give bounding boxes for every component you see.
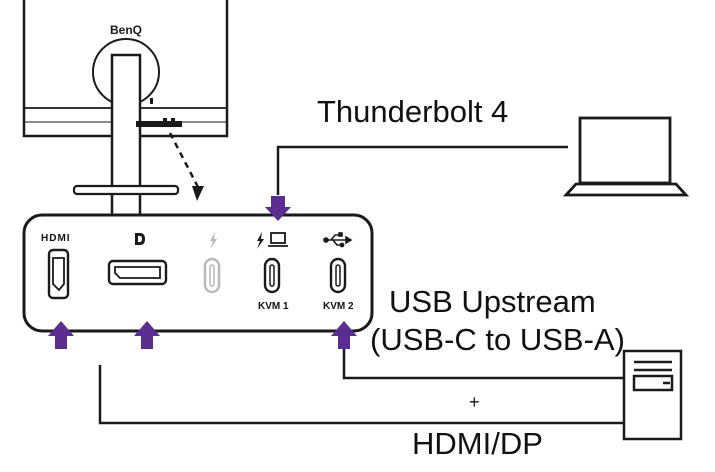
- port-panel: [22, 213, 374, 333]
- thunderbolt-label: Thunderbolt 4: [317, 94, 509, 129]
- displayport-icon: [135, 233, 145, 245]
- usb-upstream-sublabel: (USB-C to USB-A): [370, 322, 625, 357]
- arrow-icon: [134, 321, 160, 349]
- thunderbolt-cable: [276, 145, 568, 195]
- usb-upstream-label: USB Upstream: [389, 284, 596, 319]
- thunderbolt-laptop-icon: [257, 232, 288, 249]
- zoom-dashed-arrow: [168, 132, 204, 201]
- hdmi-logo-icon: HDMI: [41, 233, 71, 244]
- kvm2-label: KVM 2: [323, 301, 354, 312]
- arrow-icon: [331, 321, 357, 349]
- thunderbolt-icon: [210, 232, 217, 249]
- hdmi-dp-label: HDMI/DP: [412, 426, 543, 461]
- plus-sign: +: [469, 392, 480, 412]
- monitor-brand-logo: BenQ: [110, 23, 142, 37]
- arrow-icon: [48, 321, 74, 349]
- hdmi-dp-cable: [98, 365, 624, 425]
- kvm1-label: KVM 1: [258, 301, 289, 312]
- monitor-rear-view: [22, 0, 229, 252]
- thunderbolt-port: [203, 257, 221, 294]
- usb-icon: [323, 232, 353, 248]
- laptop-icon: [562, 116, 690, 197]
- arrow-icon: [265, 196, 291, 221]
- kvm2-port: [329, 257, 347, 294]
- displayport-port: [107, 259, 168, 286]
- kvm1-port: [263, 257, 281, 294]
- desktop-pc-icon: [622, 349, 683, 441]
- hdmi-port: [47, 248, 70, 300]
- usb-upstream-cable: [342, 349, 624, 380]
